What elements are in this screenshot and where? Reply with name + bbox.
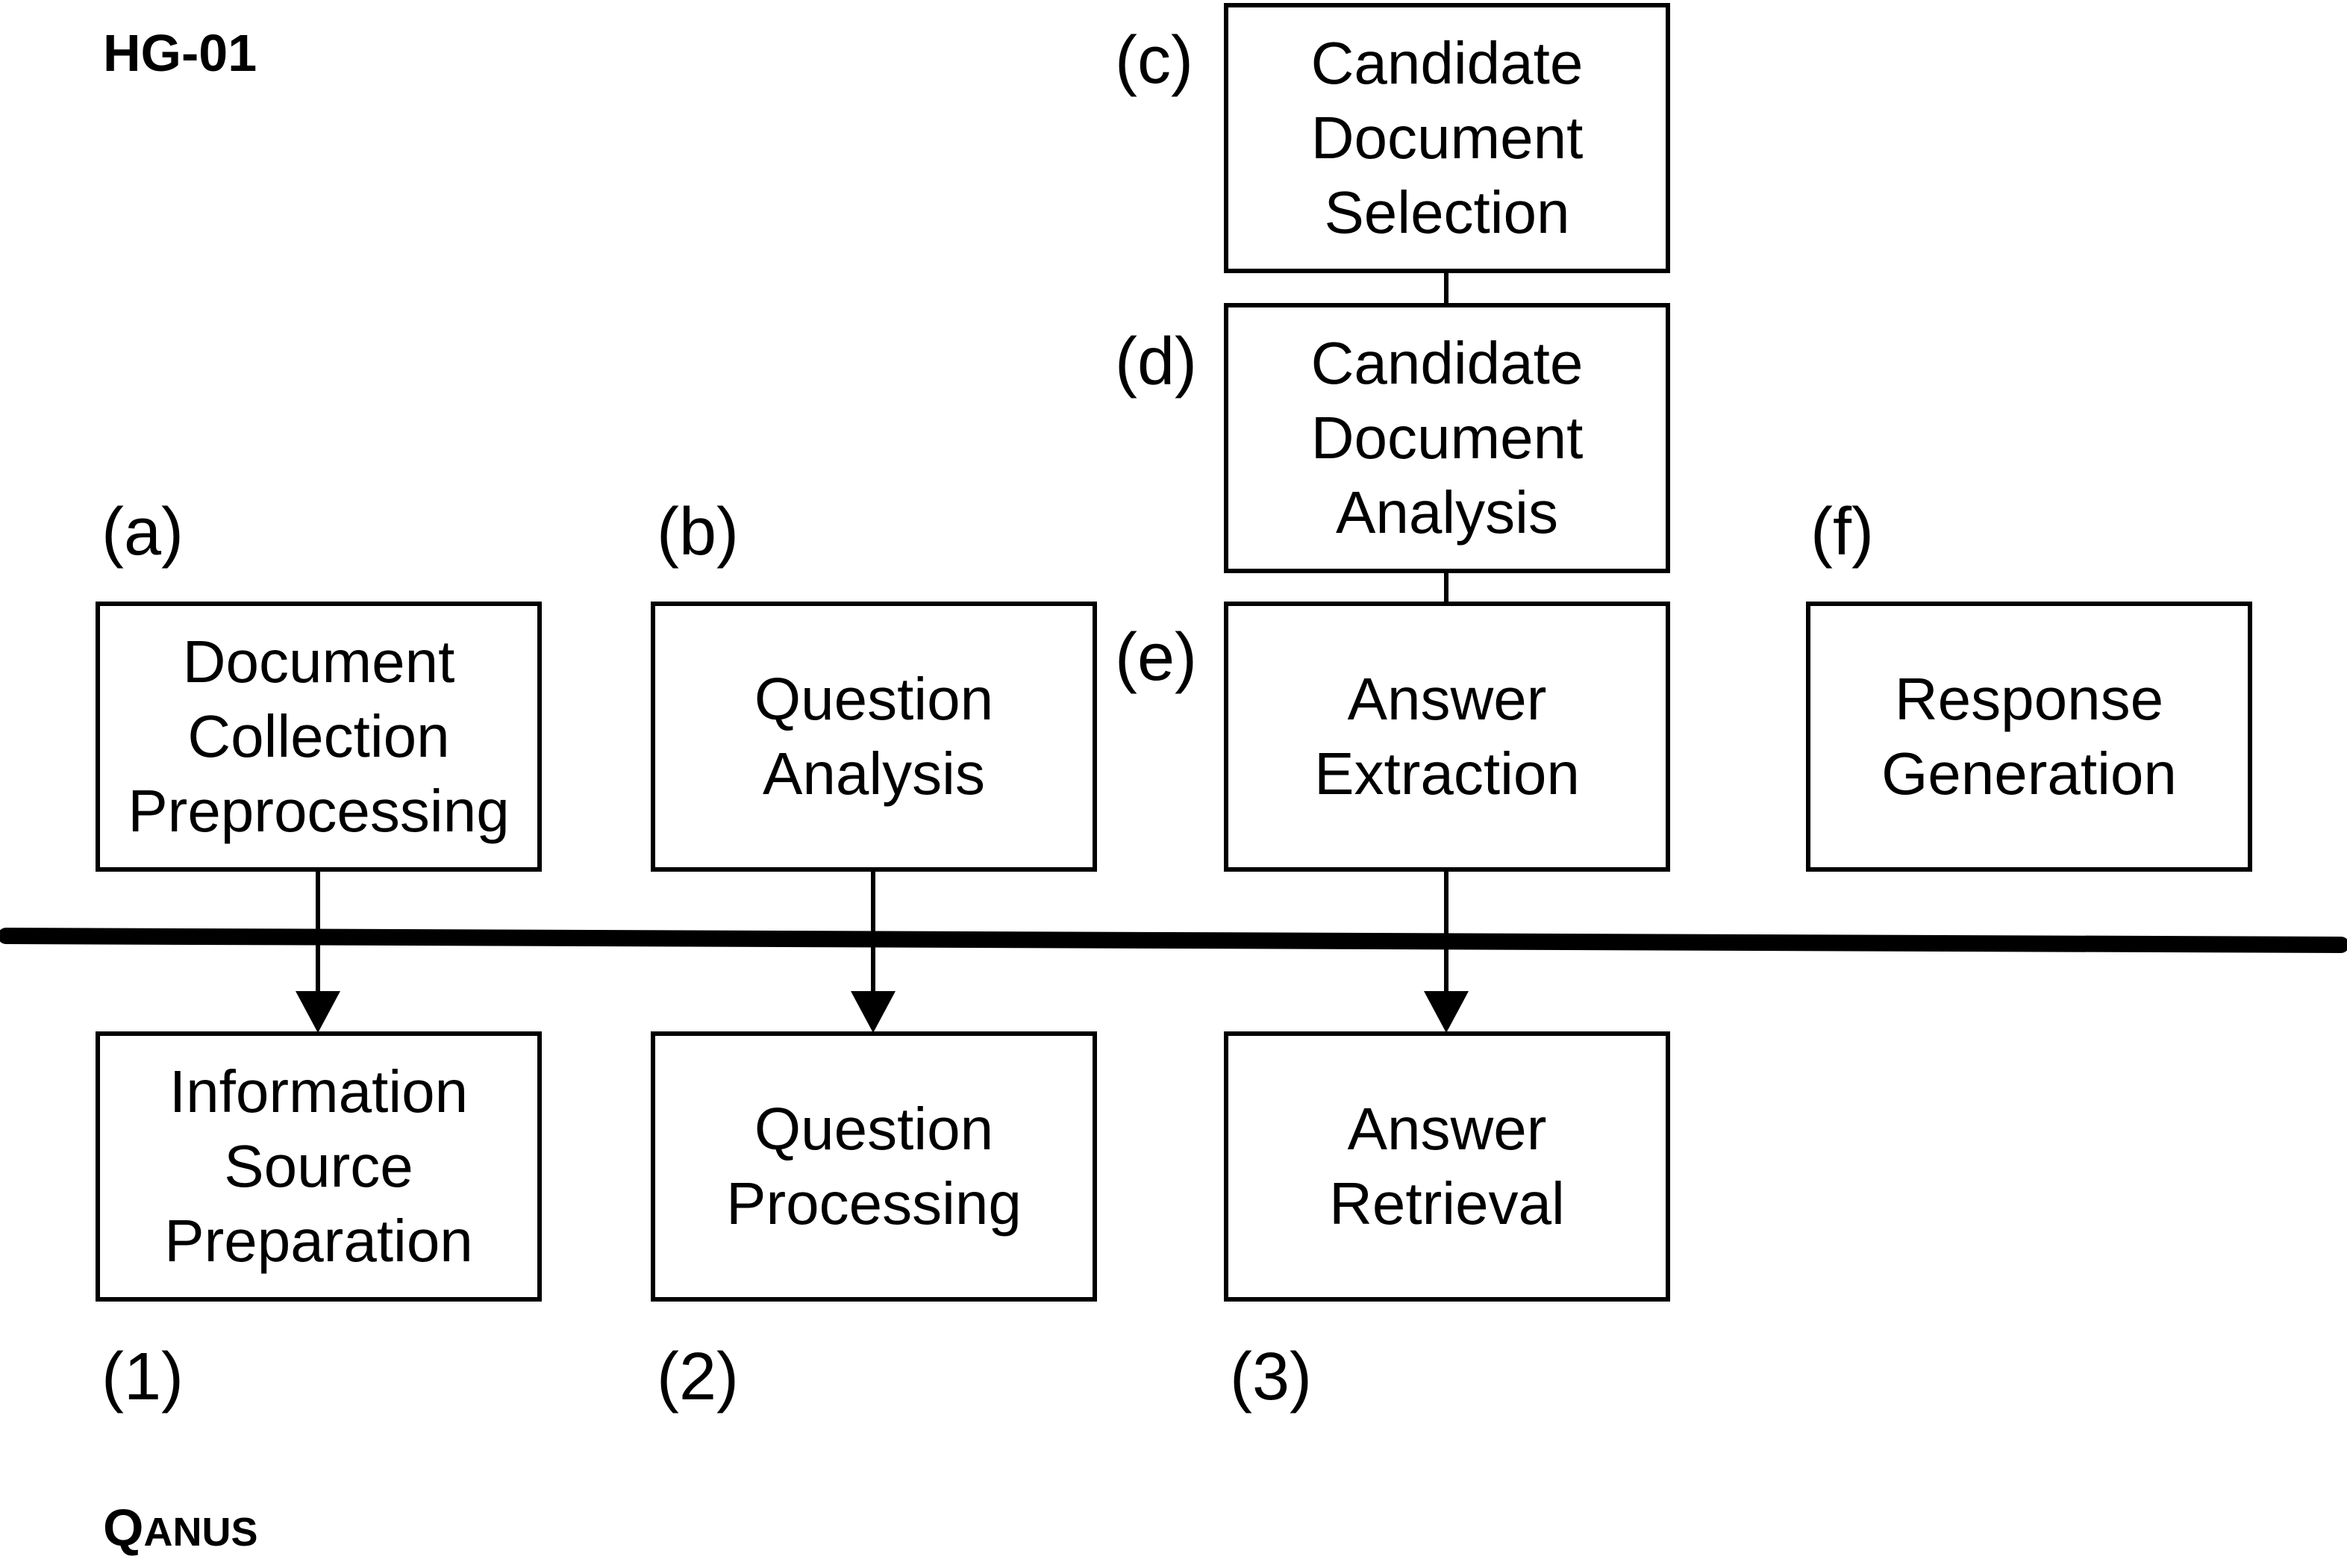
stage-box-3: Answer Retrieval xyxy=(1224,1031,1670,1302)
stage-label-b: Question Analysis xyxy=(754,666,994,807)
stage-tag-a: (a) xyxy=(101,495,184,569)
stage-tag-2: (2) xyxy=(657,1340,739,1414)
arrow-b-to-2 xyxy=(851,867,896,1033)
stage-label-a: Document Collection Preprocessing xyxy=(128,628,510,844)
stage-box-2: Question Processing xyxy=(651,1031,1097,1302)
stage-label-f: Response Generation xyxy=(1881,666,2177,807)
stage-tag-b: (b) xyxy=(657,495,739,569)
heading-hg01: HG-01 xyxy=(103,24,257,82)
stage-box-1: Information Source Preparation xyxy=(96,1031,542,1302)
stage-tag-1: (1) xyxy=(101,1340,184,1414)
stage-label-1: Information Source Preparation xyxy=(164,1058,473,1274)
stage-tag-d: (d) xyxy=(1115,325,1197,399)
stage-label-d: Candidate Document Analysis xyxy=(1310,330,1584,546)
stage-box-b: Question Analysis xyxy=(651,602,1097,872)
heading-qanus-initial: Q xyxy=(103,1499,144,1557)
stage-tag-c: (c) xyxy=(1115,23,1193,98)
heading-qanus-rest: ANUS xyxy=(143,1510,258,1555)
stage-box-e: Answer Extraction xyxy=(1224,602,1670,872)
stage-tag-e: (e) xyxy=(1115,620,1197,695)
stage-tag-3: (3) xyxy=(1230,1340,1312,1414)
stage-label-2: Question Processing xyxy=(726,1096,1022,1237)
divider-line xyxy=(0,928,2347,953)
arrow-a-to-1 xyxy=(296,867,340,1033)
stage-box-c: Candidate Document Selection xyxy=(1224,3,1670,273)
stage-label-3: Answer Retrieval xyxy=(1329,1096,1565,1237)
heading-qanus: QANUS xyxy=(103,1502,257,1554)
arrow-e-to-3 xyxy=(1424,867,1469,1033)
stage-label-e: Answer Extraction xyxy=(1314,666,1580,807)
stage-box-a: Document Collection Preprocessing xyxy=(96,602,542,872)
stage-tag-f: (f) xyxy=(1810,495,1874,569)
stage-box-f: Response Generation xyxy=(1806,602,2252,872)
stage-box-d: Candidate Document Analysis xyxy=(1224,303,1670,573)
stage-label-c: Candidate Document Selection xyxy=(1310,30,1584,246)
